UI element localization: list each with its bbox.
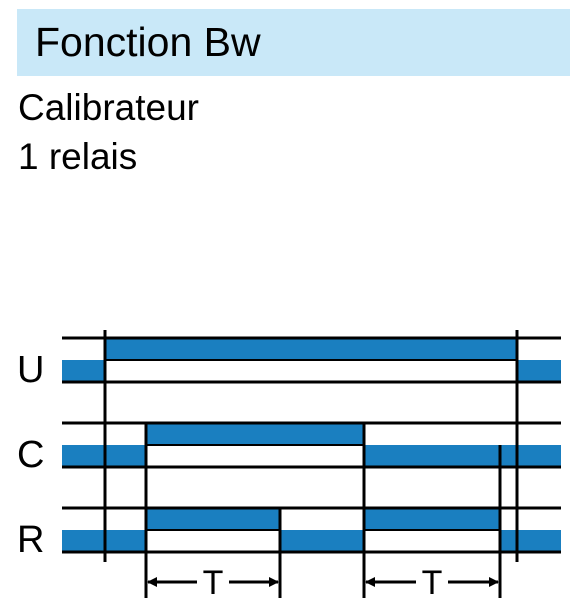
signal-label-u: U bbox=[17, 349, 44, 391]
signal-c: C bbox=[17, 421, 561, 476]
signal-r-low-segment-2 bbox=[280, 530, 364, 552]
title-bar: Fonction Bw bbox=[17, 9, 570, 76]
signal-r: R bbox=[17, 506, 561, 561]
title: Fonction Bw bbox=[35, 19, 261, 65]
signal-label-r: R bbox=[17, 519, 44, 561]
signal-u-low-segment-2 bbox=[517, 360, 561, 382]
signal-u-low-segment-1 bbox=[62, 360, 105, 382]
signal-r-high-segment-1 bbox=[146, 508, 280, 530]
signal-label-c: C bbox=[17, 434, 44, 476]
period-label-2: T bbox=[422, 564, 443, 602]
signal-c-low-segment-2 bbox=[364, 445, 561, 467]
signal-c-high-segment bbox=[146, 423, 364, 445]
signal-r-high-segment-2 bbox=[364, 508, 500, 530]
period-label-1: T bbox=[203, 564, 224, 602]
period-marker-2: T bbox=[365, 564, 499, 602]
signal-r-low-segment-3 bbox=[500, 530, 561, 552]
subtitle-line-1: Calibrateur bbox=[18, 87, 199, 128]
subtitle-line-2: 1 relais bbox=[18, 136, 138, 177]
period-marker-1: T bbox=[147, 564, 279, 602]
signal-u-high-segment bbox=[105, 338, 517, 360]
event-lines bbox=[103, 330, 519, 598]
signal-u: U bbox=[17, 336, 561, 391]
